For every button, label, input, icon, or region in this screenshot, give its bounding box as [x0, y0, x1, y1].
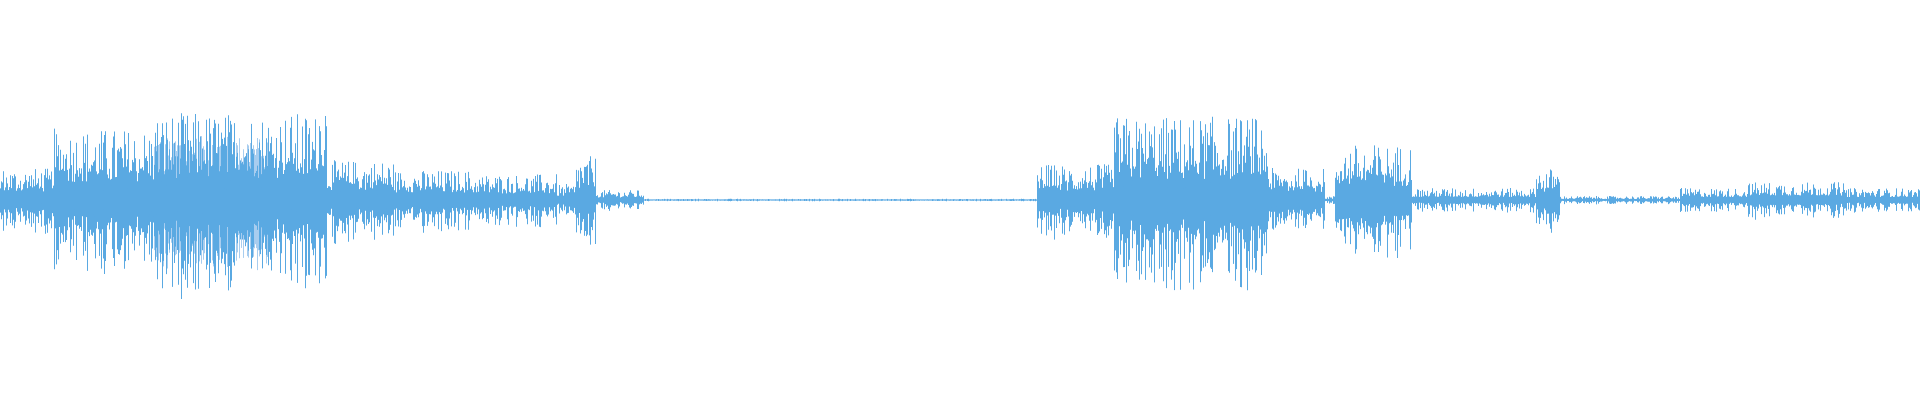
waveform-amplitude — [0, 113, 1920, 299]
waveform-core — [0, 150, 1560, 253]
